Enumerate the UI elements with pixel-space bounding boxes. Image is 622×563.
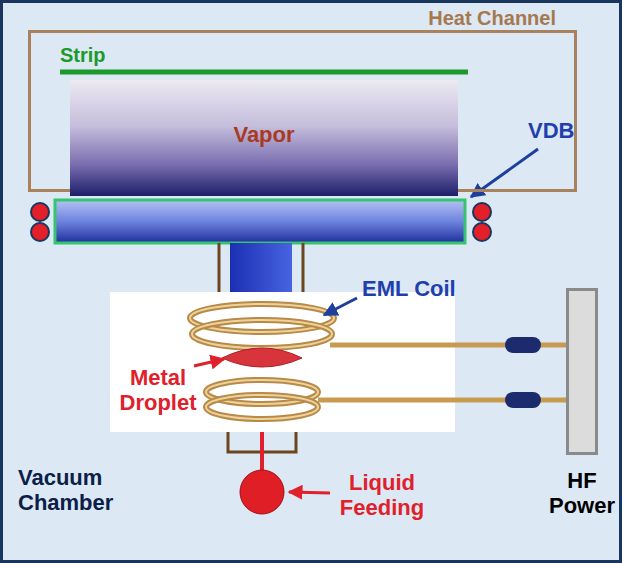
leader-arrow	[324, 298, 357, 315]
leader-arrow	[289, 492, 330, 493]
coil-panel	[110, 292, 455, 432]
part-label: Strip	[60, 44, 106, 66]
bracket-line	[218, 243, 221, 292]
seal-dot	[31, 203, 49, 221]
node-label: HF Power	[546, 468, 618, 518]
feed-pipe	[260, 432, 264, 472]
part-label: EML Coil	[362, 276, 456, 301]
part-label: Liquid Feeding	[332, 470, 432, 520]
wire-connector	[505, 337, 541, 353]
coil-rings	[190, 304, 334, 419]
part-label: VDB	[528, 118, 574, 143]
strip-line	[60, 70, 468, 75]
metal-droplet	[222, 348, 302, 367]
seal-dot	[31, 223, 49, 241]
node-label: Vapor	[70, 122, 458, 147]
feed-reservoir	[240, 470, 284, 514]
power-supply-box: HF Power	[566, 288, 598, 455]
leader-arrow	[194, 359, 224, 366]
node-label: Vacuum Chamber	[18, 465, 148, 515]
node-label: Heat Channel	[428, 7, 556, 29]
seal-dot	[473, 223, 491, 241]
vdb-block	[55, 200, 465, 243]
part-label: Metal Droplet	[112, 365, 204, 415]
wire-connector	[505, 392, 541, 408]
seal-dot	[473, 203, 491, 221]
bracket-line	[302, 243, 305, 292]
vapor-column	[230, 243, 292, 292]
heat-channel-box: Heat ChannelVapor	[28, 30, 577, 192]
vapor-box: Vapor	[70, 80, 458, 196]
